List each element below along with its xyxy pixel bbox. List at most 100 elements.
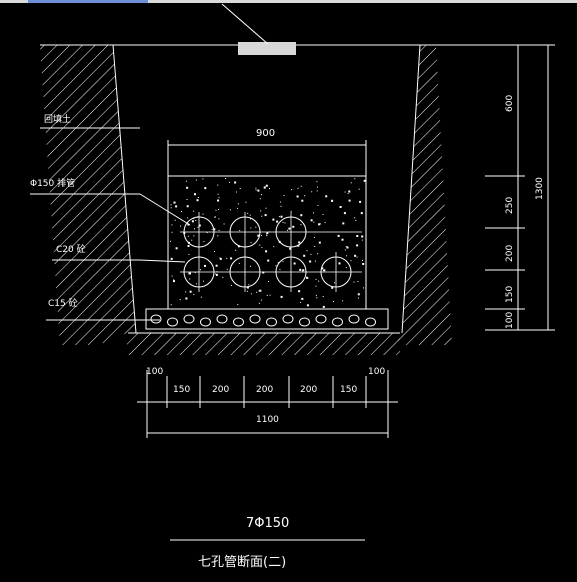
concrete-speck — [343, 212, 346, 215]
concrete-speck — [236, 191, 237, 193]
base-aggregate — [249, 314, 261, 324]
label-c20: C20 砼 — [56, 243, 86, 255]
dim-b-200-b: 200 — [256, 385, 273, 395]
dim-b-100-left: 100 — [146, 367, 163, 377]
concrete-speck — [171, 224, 173, 226]
concrete-speck — [187, 235, 189, 237]
concrete-speck — [214, 216, 216, 218]
concrete-speck — [230, 257, 233, 260]
concrete-speck — [236, 207, 238, 209]
concrete-speck — [341, 238, 344, 241]
concrete-speck — [213, 228, 216, 231]
concrete-speck — [265, 207, 267, 209]
base-aggregate — [365, 317, 376, 327]
concrete-speck — [325, 195, 328, 198]
concrete-speck — [265, 250, 268, 253]
dim-600: 600 — [505, 95, 515, 112]
dim-1300: 1300 — [535, 177, 545, 200]
concrete-speck — [200, 269, 201, 271]
concrete-speck — [282, 260, 284, 262]
concrete-speck — [218, 209, 220, 210]
concrete-speck — [238, 262, 240, 264]
concrete-speck — [214, 251, 215, 252]
concrete-speck — [322, 296, 324, 297]
concrete-speck — [269, 294, 271, 296]
concrete-speck — [345, 267, 347, 269]
concrete-speck — [170, 240, 171, 242]
base-aggregate — [167, 317, 178, 327]
base-aggregate — [266, 317, 277, 327]
base-aggregate — [332, 317, 343, 327]
concrete-speck — [194, 193, 196, 196]
concrete-speck — [262, 271, 265, 274]
concrete-speck — [266, 232, 269, 235]
base-aggregate — [315, 314, 327, 324]
concrete-speck — [211, 228, 213, 230]
concrete-speck — [217, 193, 219, 195]
dim-150: 150 — [505, 286, 515, 303]
concrete-speck — [361, 235, 364, 238]
concrete-speck — [356, 244, 359, 247]
concrete-speck — [342, 300, 344, 302]
concrete-speck — [261, 247, 263, 249]
concrete-speck — [204, 187, 207, 190]
concrete-speck — [173, 201, 176, 204]
concrete-speck — [316, 186, 318, 188]
base-aggregate — [348, 314, 360, 324]
concrete-speck — [268, 281, 269, 282]
concrete-speck — [187, 217, 189, 219]
concrete-speck — [180, 225, 181, 227]
concrete-speck — [361, 239, 363, 241]
concrete-speck — [229, 209, 231, 211]
concrete-speck — [277, 262, 279, 264]
concrete-speck — [206, 232, 208, 234]
concrete-speck — [306, 250, 308, 252]
concrete-speck — [317, 253, 319, 255]
concrete-speck — [299, 268, 302, 271]
concrete-speck — [313, 236, 315, 238]
pipe-centerlines — [180, 212, 362, 292]
concrete-speck — [363, 179, 366, 182]
concrete-speck — [323, 270, 324, 271]
left-soil-hatch — [40, 45, 136, 345]
concrete-speck — [179, 299, 181, 301]
concrete-speck — [356, 256, 358, 258]
concrete-speck — [197, 226, 199, 228]
concrete-speck — [266, 234, 268, 236]
concrete-speck — [356, 235, 359, 237]
concrete-speck — [218, 229, 220, 231]
concrete-speck — [226, 257, 228, 259]
concrete-speck — [202, 213, 204, 215]
dim-250: 250 — [505, 197, 515, 214]
right-soil-hatch — [395, 45, 452, 345]
concrete-speck — [259, 198, 261, 200]
concrete-speck — [354, 254, 357, 257]
concrete-speck — [261, 299, 263, 301]
dim-100: 100 — [505, 312, 515, 329]
concrete-speck — [276, 220, 279, 223]
concrete-speck — [215, 264, 218, 267]
concrete-speck — [280, 295, 283, 298]
concrete-speck — [250, 218, 251, 220]
concrete-speck — [173, 280, 175, 283]
concrete-speck — [289, 247, 292, 250]
bottom-soil-hatch — [127, 333, 400, 355]
concrete-speck — [279, 201, 281, 203]
concrete-speck — [290, 210, 292, 212]
concrete-speck — [306, 304, 309, 307]
c20-speckle — [170, 178, 366, 308]
concrete-speck — [247, 212, 249, 214]
concrete-speck — [250, 227, 252, 229]
concrete-speck — [170, 207, 172, 209]
concrete-speck — [250, 293, 252, 295]
concrete-speck — [185, 291, 187, 293]
concrete-speck — [315, 260, 316, 262]
dim-b-200-a: 200 — [212, 385, 229, 395]
concrete-speck — [278, 216, 280, 218]
bottom-dimension-chain — [137, 370, 398, 438]
concrete-speck — [237, 245, 240, 248]
concrete-speck — [333, 301, 334, 303]
surface-marker — [238, 42, 296, 55]
concrete-speck — [186, 205, 189, 208]
concrete-speck — [315, 278, 317, 280]
